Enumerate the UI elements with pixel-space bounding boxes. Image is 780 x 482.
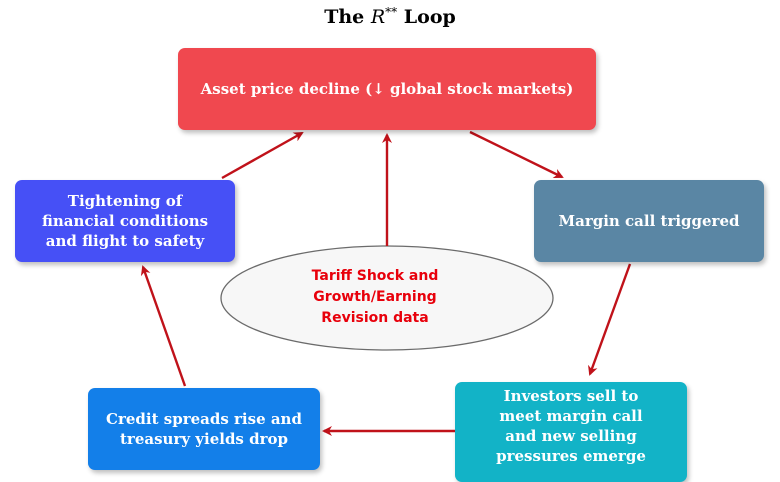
- node-margin-call-label: Margin call triggered: [558, 212, 740, 230]
- arrow-bottom-left-to-left: [140, 265, 187, 387]
- arrow-top-to-right: [469, 130, 564, 179]
- node-investors-sell-label: Investors sell to meet margin call and n…: [496, 387, 646, 465]
- title-prefix: The: [324, 6, 371, 28]
- node-tightening: Tightening of financial conditions and f…: [15, 180, 235, 262]
- title-symbol: R: [370, 6, 386, 28]
- node-asset-price-decline: Asset price decline (↓ global stock mark…: [178, 48, 596, 130]
- arrows-layer: [140, 130, 632, 436]
- title-suffix: Loop: [397, 6, 456, 28]
- arrow-left-to-top: [221, 131, 304, 180]
- node-credit-spreads: Credit spreads rise and treasury yields …: [88, 388, 320, 470]
- center-shock-label: Tariff Shock and Growth/Earning Revision…: [311, 268, 439, 326]
- node-tightening-label: Tightening of financial conditions and f…: [41, 192, 209, 250]
- node-credit-spreads-label: Credit spreads rise and treasury yields …: [106, 410, 302, 448]
- diagram-title: The R** Loop: [0, 0, 780, 29]
- title-superscript: **: [385, 5, 398, 19]
- node-margin-call: Margin call triggered: [534, 180, 764, 262]
- arrow-right-to-bottom-right: [588, 263, 632, 376]
- node-asset-price-decline-label: Asset price decline (↓ global stock mark…: [200, 80, 574, 98]
- node-investors-sell: Investors sell to meet margin call and n…: [455, 382, 687, 482]
